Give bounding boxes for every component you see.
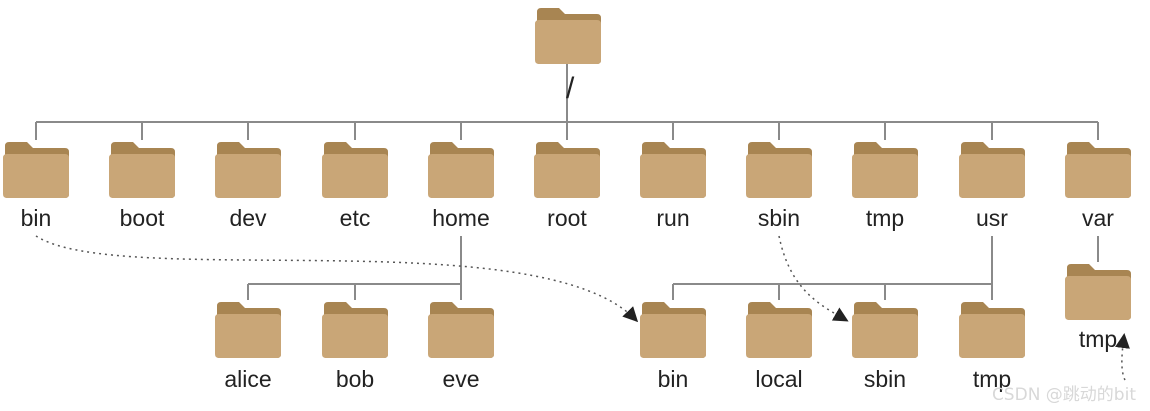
- symlink-arrow-sbin: [778, 235, 849, 322]
- symlink-arrow-tmp: [1115, 333, 1130, 381]
- usr-bin-label: bin: [658, 366, 689, 392]
- etc-folder-icon: [322, 142, 388, 198]
- root-directory-label: /: [566, 72, 575, 105]
- var-folder-icon: [1065, 142, 1131, 198]
- run-folder-icon: [640, 142, 706, 198]
- root-folder-icon: [534, 142, 600, 198]
- tmp-label: tmp: [866, 205, 904, 231]
- usr-tmp-label: tmp: [973, 366, 1011, 392]
- eve-folder-icon: [428, 302, 494, 358]
- usr-tmp-folder-icon: [959, 302, 1025, 358]
- boot-folder-icon: [109, 142, 175, 198]
- alice-label: alice: [224, 366, 271, 392]
- dev-folder-icon: [215, 142, 281, 198]
- usr-local-folder-icon: [746, 302, 812, 358]
- root-label: root: [547, 205, 587, 231]
- home-folder-icon: [428, 142, 494, 198]
- usr-label: usr: [976, 205, 1008, 231]
- etc-label: etc: [340, 205, 371, 231]
- var-tmp-label: tmp: [1079, 326, 1117, 352]
- bob-label: bob: [336, 366, 374, 392]
- home-label: home: [432, 205, 490, 231]
- var-label: var: [1082, 205, 1114, 231]
- sbin-folder-icon: [746, 142, 812, 198]
- run-label: run: [656, 205, 689, 231]
- tmp-folder-icon: [852, 142, 918, 198]
- usr-sbin-folder-icon: [852, 302, 918, 358]
- watermark: CSDN @跳动的bit: [991, 385, 1136, 405]
- symlink-arrow-bin: [35, 235, 639, 323]
- dev-label: dev: [229, 205, 267, 231]
- usr-folder-icon: [959, 142, 1025, 198]
- usr-local-label: local: [755, 366, 802, 392]
- var-tmp-folder-icon: [1065, 264, 1131, 320]
- boot-label: boot: [120, 205, 165, 231]
- usr-bin-folder-icon: [640, 302, 706, 358]
- alice-folder-icon: [215, 302, 281, 358]
- bin-label: bin: [21, 205, 52, 231]
- eve-label: eve: [442, 366, 479, 392]
- root-folder-icon: [535, 8, 601, 64]
- usr-sbin-label: sbin: [864, 366, 906, 392]
- bob-folder-icon: [322, 302, 388, 358]
- sbin-label: sbin: [758, 205, 800, 231]
- bin-folder-icon: [3, 142, 69, 198]
